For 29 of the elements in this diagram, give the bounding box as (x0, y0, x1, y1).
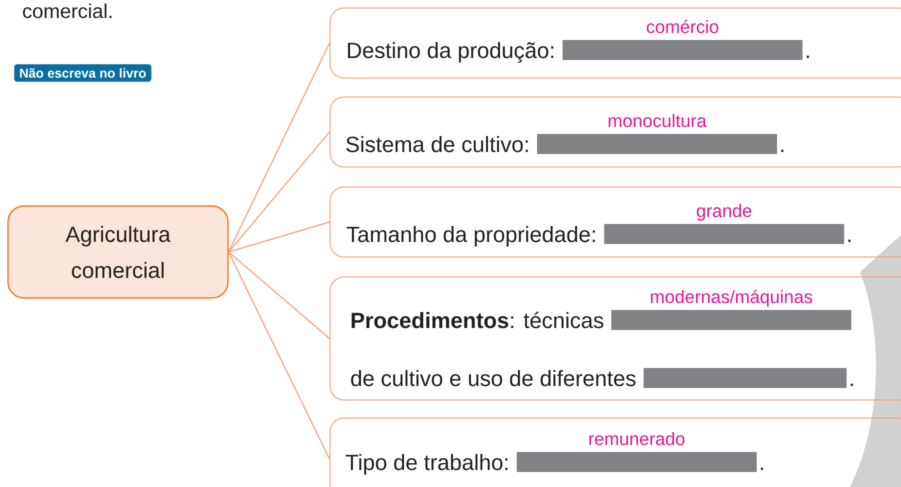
answer-text: remunerado (589, 432, 684, 446)
answer-box (330, 418, 901, 487)
prompt-text: de cultivo e uso de diferentes (351, 370, 636, 386)
answer-box (330, 276, 901, 400)
connector-line (228, 252, 330, 460)
connector-line (228, 132, 330, 252)
topic-box: Agricultura comercial (7, 205, 229, 299)
period-text: . (760, 468, 764, 470)
answer-text: comércio (646, 20, 718, 34)
prompt-text: Procedimentos: técnicas (352, 312, 604, 328)
prompt-text: Sistema de cultivo: (346, 136, 528, 152)
heading-text: comercial. (23, 4, 112, 18)
connector-line (228, 221, 330, 253)
answer-text: monocultura (608, 114, 707, 128)
prompt-text: Tipo de trabalho: (346, 454, 508, 475)
prompt-text: Destino da produção: (348, 42, 554, 63)
notice-badge: Não escreva no livro (14, 64, 152, 82)
connector-line (228, 42, 330, 252)
answer-text: modernas/máquinas (650, 290, 812, 307)
period-text: . (848, 240, 850, 242)
period-text: . (781, 150, 784, 152)
prompt-text: Tamanho da propriedade: (346, 226, 595, 247)
answer-box (330, 186, 901, 258)
period-text: . (850, 384, 853, 386)
period-text: . (806, 56, 809, 58)
answer-text: grande (696, 204, 752, 221)
answer-box (330, 8, 901, 78)
answer-box (330, 96, 901, 168)
connector-line (228, 252, 330, 339)
